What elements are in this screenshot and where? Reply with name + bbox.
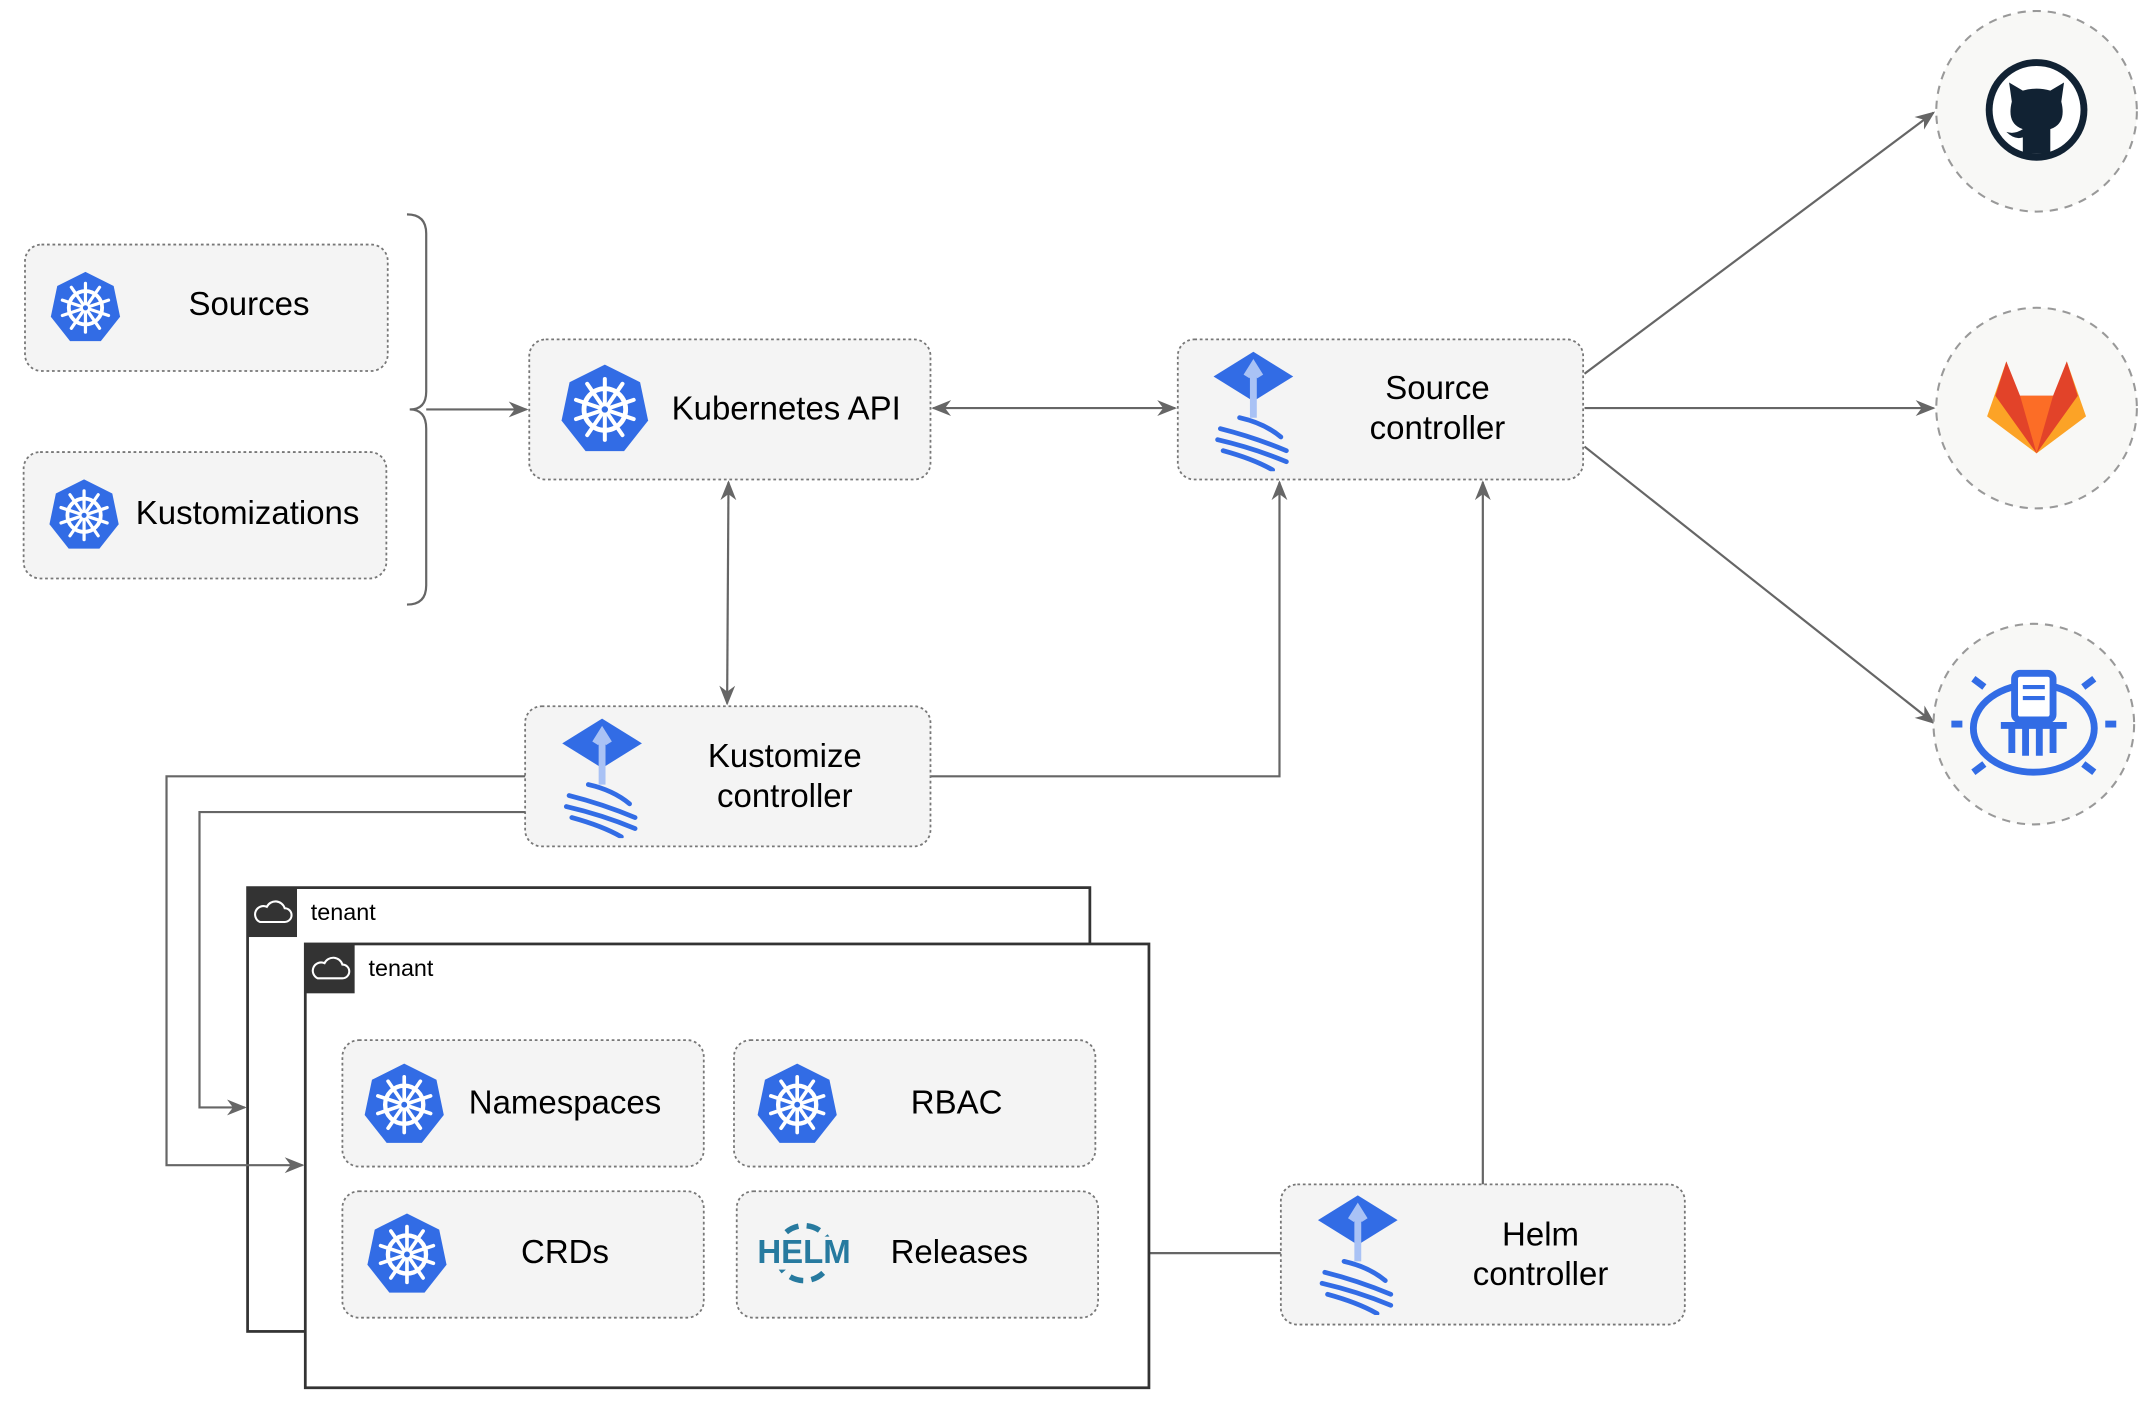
releases-label: Releases [891, 1233, 1028, 1270]
gitlab-node[interactable] [1935, 306, 2138, 510]
kustomizations-label: Kustomizations [136, 494, 360, 531]
helm-controller-node[interactable]: Helm controller [1279, 1183, 1686, 1326]
sources-label: Sources [188, 285, 309, 322]
brace [406, 213, 428, 606]
edges [406, 111, 1936, 1262]
namespaces-node[interactable]: Namespaces [341, 1039, 705, 1168]
edge-source-to-github [1583, 111, 1936, 375]
source-controller-label-1: Source [1385, 369, 1489, 406]
crds-node[interactable]: CRDs [341, 1190, 705, 1319]
helm-icon: HELM [757, 1222, 851, 1284]
source-controller-label-2: controller [1370, 409, 1506, 446]
tenant-label: tenant [311, 899, 376, 925]
kustomize-controller-label-2: controller [717, 777, 853, 814]
crds-label: CRDs [521, 1233, 609, 1270]
edge-kustomize-to-source [930, 480, 1288, 778]
rbac-node[interactable]: RBAC [733, 1039, 1097, 1168]
helm-controller-label-1: Helm [1502, 1215, 1579, 1252]
edge-kustomize-to-tenant-front [165, 775, 526, 1174]
edge-kustomize-to-tenant-back [198, 810, 526, 1116]
source-controller-node[interactable]: Source controller [1176, 338, 1585, 481]
svg-text:HELM: HELM [757, 1233, 850, 1270]
bucket-node[interactable] [1932, 622, 2136, 826]
github-node[interactable] [1935, 9, 2138, 213]
edge-source-to-bucket [1583, 445, 1936, 724]
kubernetes-api-label: Kubernetes API [672, 390, 901, 427]
releases-node[interactable]: HELM Releases [735, 1190, 1099, 1319]
kubernetes-api-node[interactable]: Kubernetes API [528, 338, 932, 481]
sources-node[interactable]: Sources [24, 243, 389, 372]
bucket-icon [1951, 669, 2117, 776]
helm-controller-label-2: controller [1473, 1255, 1609, 1292]
kustomizations-node[interactable]: Kustomizations [22, 451, 388, 580]
tenant-label: tenant [369, 955, 434, 981]
namespaces-label: Namespaces [469, 1083, 661, 1120]
cloud-icon [247, 887, 298, 938]
kustomize-controller-label-1: Kustomize [708, 737, 862, 774]
rbac-label: RBAC [911, 1083, 1003, 1120]
cloud-icon [305, 943, 355, 994]
gitlab-icon [1987, 361, 2087, 454]
edge-api-kustomize-controller [719, 480, 737, 706]
github-icon [1985, 59, 2088, 161]
kustomize-controller-node[interactable]: Kustomize controller [524, 705, 932, 848]
